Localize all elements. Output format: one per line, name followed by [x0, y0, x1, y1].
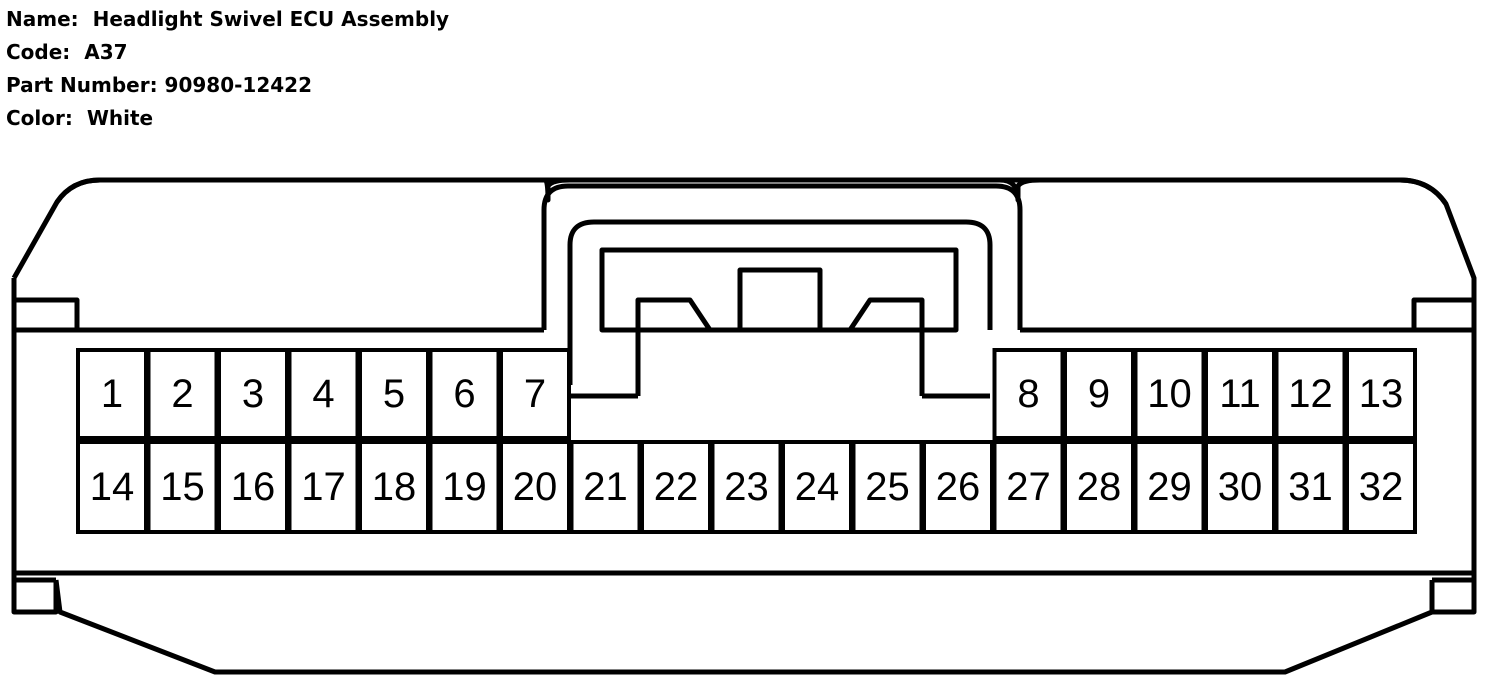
base-outline [53, 579, 1435, 675]
right-shoulder [1411, 297, 1474, 333]
part-number-value: 90980-12422 [164, 73, 312, 97]
pin-21-cavity [569, 440, 642, 534]
pin-11-label: 11 [1219, 372, 1261, 416]
pin-24-cavity [781, 440, 853, 534]
pin-2-cavity [146, 348, 219, 440]
pin-23-label: 23 [724, 465, 769, 509]
pin-3-cavity [217, 348, 289, 440]
pin-15-label: 15 [160, 465, 205, 509]
pin-2-label: 2 [171, 372, 193, 416]
pin-13-cavity [1345, 348, 1417, 440]
pin-28-cavity [1063, 440, 1135, 534]
latch-left-ramp [635, 297, 713, 396]
code-label: Code: [6, 40, 71, 64]
pin-22-cavity [640, 440, 712, 534]
pin-5-cavity [358, 348, 430, 440]
pin-14-cavity [76, 440, 148, 534]
pin-18-label: 18 [372, 465, 417, 509]
color-value: White [86, 106, 154, 130]
pin-17-label: 17 [301, 465, 346, 509]
pin-17-cavity [287, 440, 360, 534]
pin-7-label: 7 [524, 372, 546, 416]
pin-9-label: 9 [1088, 372, 1110, 416]
pin-21-label: 21 [583, 465, 628, 509]
pin-4-cavity [287, 348, 360, 440]
pin-30-label: 30 [1218, 465, 1263, 509]
latch-tab [737, 267, 823, 333]
pin-6-cavity [428, 348, 501, 440]
pin-10-cavity [1133, 348, 1206, 440]
pin-4-label: 4 [312, 372, 334, 416]
name-row: Name: Headlight Swivel ECU Assembly [6, 3, 449, 36]
color-label: Color: [6, 106, 73, 130]
pin-3-label: 3 [242, 372, 264, 416]
pin-10-label: 10 [1147, 372, 1192, 416]
pin-30-cavity [1204, 440, 1276, 534]
pin-16-label: 16 [231, 465, 276, 509]
part-number-label: Part Number: [6, 73, 158, 97]
pin-31-cavity [1274, 440, 1347, 534]
pin-25-cavity [851, 440, 924, 534]
pin-13-label: 13 [1359, 372, 1404, 416]
part-number-row: Part Number: 90980-12422 [6, 69, 449, 102]
name-label: Name: [6, 7, 79, 31]
code-row: Code: A37 [6, 36, 449, 69]
code-value: A37 [84, 40, 128, 64]
left-shoulder [14, 297, 80, 333]
pin-31-label: 31 [1288, 465, 1333, 509]
latch-window [599, 247, 959, 333]
pin-26-label: 26 [936, 465, 981, 509]
pin-8-label: 8 [1017, 372, 1039, 416]
pin-26-cavity [922, 440, 994, 534]
pin-8-cavity [992, 348, 1065, 440]
pin-6-label: 6 [453, 372, 475, 416]
pin-20-label: 20 [513, 465, 558, 509]
name-value: Headlight Swivel ECU Assembly [92, 7, 450, 31]
pin-18-cavity [358, 440, 430, 534]
pin-12-label: 12 [1288, 372, 1333, 416]
pin-23-cavity [710, 440, 783, 534]
pin-32-label: 32 [1359, 465, 1404, 509]
pin-7-cavity [499, 348, 571, 440]
pin-32-cavity [1345, 440, 1417, 534]
pin-28-label: 28 [1077, 465, 1122, 509]
pin-19-cavity [428, 440, 501, 534]
latch-arch-inner [567, 219, 993, 385]
pin-12-cavity [1274, 348, 1347, 440]
pin-16-cavity [217, 440, 289, 534]
pin-25-label: 25 [865, 465, 910, 509]
pin-9-cavity [1063, 348, 1135, 440]
pin-15-cavity [146, 440, 219, 534]
pin-27-cavity [992, 440, 1065, 534]
pin-20-cavity [499, 440, 571, 534]
pin-14-label: 14 [90, 465, 135, 509]
pin-1-label: 1 [101, 372, 123, 416]
connector-info: Name: Headlight Swivel ECU Assembly Code… [6, 3, 449, 135]
latch-right-ramp [847, 297, 925, 396]
color-row: Color: White [6, 102, 449, 135]
latch-arch-outer [541, 183, 1023, 330]
connector-housing [11, 177, 1477, 675]
pin-5-label: 5 [383, 372, 405, 416]
housing-top [54, 177, 1449, 206]
pin-29-cavity [1133, 440, 1206, 534]
pin-27-label: 27 [1006, 465, 1051, 509]
pin-11-cavity [1204, 348, 1276, 440]
pin-29-label: 29 [1147, 465, 1192, 509]
pin-1-cavity [76, 348, 148, 440]
pin-19-label: 19 [442, 465, 487, 509]
pin-22-label: 22 [654, 465, 699, 509]
pin-24-label: 24 [795, 465, 840, 509]
